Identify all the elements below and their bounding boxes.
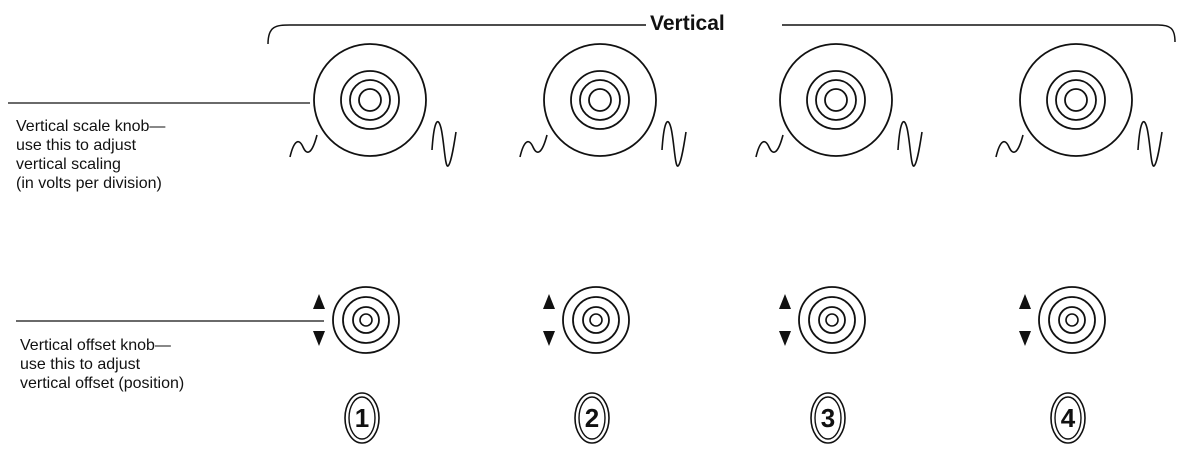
channel-group: 3 bbox=[755, 43, 923, 444]
scale-knob-outer-ring bbox=[1019, 43, 1133, 157]
badge-outer-ring bbox=[1050, 392, 1086, 444]
triangle-up-icon bbox=[1019, 294, 1031, 309]
scale-knob-middle-ring bbox=[1046, 70, 1106, 130]
triangle-down-icon bbox=[779, 331, 791, 346]
channel-number: 3 bbox=[821, 403, 835, 433]
sine-wave-large-icon bbox=[1137, 120, 1163, 167]
scale-knob-inner-ring bbox=[349, 79, 391, 121]
offset-knob-inner-ring bbox=[1058, 306, 1086, 334]
offset-knob-outer-ring bbox=[798, 286, 866, 354]
offset-knob-outer-ring bbox=[1038, 286, 1106, 354]
scale-note-line: use this to adjust bbox=[16, 137, 137, 154]
offset-note-line: use this to adjust bbox=[20, 356, 141, 373]
triangle-down-icon bbox=[543, 331, 555, 346]
vertical-scale-knob[interactable] bbox=[1019, 43, 1133, 157]
channel-number: 2 bbox=[585, 403, 599, 433]
scale-knob-center-ring bbox=[358, 88, 382, 112]
triangle-up-icon bbox=[313, 294, 325, 309]
scale-knob-center-ring bbox=[824, 88, 848, 112]
scale-note-line: vertical scaling bbox=[16, 156, 121, 173]
scale-knob-inner-ring bbox=[579, 79, 621, 121]
offset-knob-inner-ring bbox=[582, 306, 610, 334]
scale-note-line: (in volts per division) bbox=[16, 175, 162, 192]
scale-knob-outer-ring bbox=[779, 43, 893, 157]
sine-wave-large-icon bbox=[431, 120, 457, 167]
offset-knob-middle-ring bbox=[342, 296, 390, 344]
channel-number-badge[interactable]: 3 bbox=[810, 392, 846, 444]
badge-inner-ring bbox=[1054, 396, 1082, 440]
offset-note-line: Vertical offset knob— bbox=[20, 337, 171, 354]
offset-knob-center-ring bbox=[1065, 313, 1079, 327]
badge-inner-ring bbox=[578, 396, 606, 440]
sine-wave-small-icon bbox=[289, 134, 318, 158]
scale-knob-inner-ring bbox=[815, 79, 857, 121]
vertical-offset-knob[interactable] bbox=[1038, 286, 1106, 354]
scale-knob-middle-ring bbox=[806, 70, 866, 130]
channel-number-badge[interactable]: 1 bbox=[344, 392, 380, 444]
scale-knob-outer-ring bbox=[313, 43, 427, 157]
vertical-scale-knob[interactable] bbox=[313, 43, 427, 157]
sine-wave-small-icon bbox=[995, 134, 1024, 158]
offset-knob-middle-ring bbox=[1048, 296, 1096, 344]
offset-knob-center-ring bbox=[359, 313, 373, 327]
offset-knob-center-ring bbox=[825, 313, 839, 327]
sine-wave-large-icon bbox=[661, 120, 687, 167]
offset-knob-middle-ring bbox=[808, 296, 856, 344]
sine-wave-large-icon bbox=[897, 120, 923, 167]
offset-knob-center-ring bbox=[589, 313, 603, 327]
triangle-down-icon bbox=[1019, 331, 1031, 346]
channel-number: 1 bbox=[355, 403, 369, 433]
badge-outer-ring bbox=[574, 392, 610, 444]
channel-group: 2 bbox=[519, 43, 687, 444]
channel-group: 4 bbox=[995, 43, 1163, 444]
section-title: Vertical bbox=[650, 12, 725, 35]
triangle-up-icon bbox=[779, 294, 791, 309]
offset-note-line: vertical offset (position) bbox=[20, 375, 185, 392]
offset-knob-middle-ring bbox=[572, 296, 620, 344]
offset-knob-note: Vertical offset knob— use this to adjust… bbox=[20, 336, 184, 393]
scale-knob-note: Vertical scale knob— use this to adjust … bbox=[16, 117, 165, 193]
vertical-scale-knob[interactable] bbox=[543, 43, 657, 157]
badge-inner-ring bbox=[348, 396, 376, 440]
section-bracket bbox=[267, 24, 1176, 45]
vertical-offset-knob[interactable] bbox=[798, 286, 866, 354]
vertical-offset-knob[interactable] bbox=[562, 286, 630, 354]
sine-wave-small-icon bbox=[519, 134, 548, 158]
offset-knob-inner-ring bbox=[818, 306, 846, 334]
channel-number: 4 bbox=[1061, 403, 1076, 433]
scale-knob-middle-ring bbox=[340, 70, 400, 130]
scale-note-line: Vertical scale knob— bbox=[16, 118, 166, 135]
scale-knob-middle-ring bbox=[570, 70, 630, 130]
badge-inner-ring bbox=[814, 396, 842, 440]
vertical-scale-knob[interactable] bbox=[779, 43, 893, 157]
triangle-up-icon bbox=[543, 294, 555, 309]
offset-knob-outer-ring bbox=[332, 286, 400, 354]
scale-knob-center-ring bbox=[1064, 88, 1088, 112]
offset-knob-inner-ring bbox=[352, 306, 380, 334]
scale-knob-center-ring bbox=[588, 88, 612, 112]
channel-number-badge[interactable]: 4 bbox=[1050, 392, 1086, 444]
sine-wave-small-icon bbox=[755, 134, 784, 158]
scale-knob-outer-ring bbox=[543, 43, 657, 157]
triangle-down-icon bbox=[313, 331, 325, 346]
scale-knob-inner-ring bbox=[1055, 79, 1097, 121]
offset-knob-outer-ring bbox=[562, 286, 630, 354]
badge-outer-ring bbox=[344, 392, 380, 444]
channel-number-badge[interactable]: 2 bbox=[574, 392, 610, 444]
channel-group: 1 bbox=[289, 43, 457, 444]
badge-outer-ring bbox=[810, 392, 846, 444]
vertical-offset-knob[interactable] bbox=[332, 286, 400, 354]
